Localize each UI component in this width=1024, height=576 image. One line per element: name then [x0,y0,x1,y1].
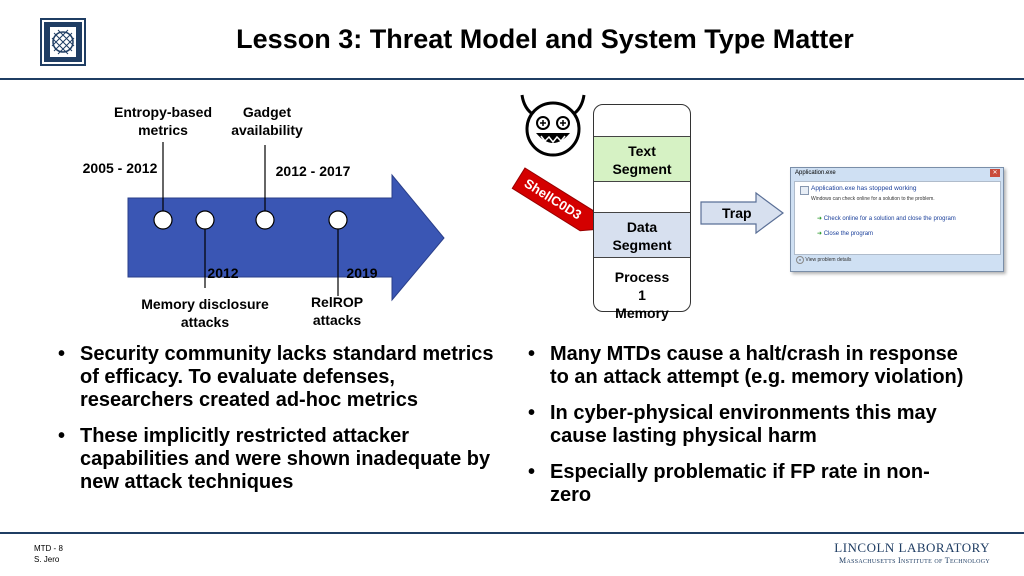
green-arrow-icon: ➜ [817,216,823,222]
process-memory-stack: Text Segment Data Segment Process 1 Memo… [593,104,691,321]
title-divider [0,78,1024,80]
timeline-marker [195,210,215,230]
label-range-2012-2017: 2012 - 2017 [275,163,351,179]
right-bullet-list: Many MTDs cause a halt/crash in response… [528,343,968,520]
error-dialog: Application.exe ✕ Application.exe has st… [790,167,1004,272]
shellcode-arrow: ShellC0D3 [511,167,606,239]
timeline-arrow-shape [127,173,445,302]
dialog-message: Windows can check online for a solution … [811,196,935,202]
timeline-arrow [127,142,445,302]
author: S. Jero [34,555,60,564]
dialog-option-check-online[interactable]: ➜ Check online for a solution and close … [817,216,956,222]
label-year-2019: 2019 [346,265,378,281]
chevron-down-icon: v [796,256,804,264]
timeline-marker [153,210,173,230]
label-relrop-attacks: RelROP attacks [310,294,364,328]
timeline-marker [328,210,348,230]
bullet-item: Security community lacks standard metric… [58,343,498,412]
label-range-2005-2012: 2005 - 2012 [82,160,158,176]
timeline-marker [255,210,275,230]
label-memory-disclosure: Memory disclosure attacks [141,296,269,330]
slide-id: MTD - 8 [34,544,63,553]
mit-ll-logo [40,18,86,66]
footer-divider [0,532,1024,534]
bullet-item: Many MTDs cause a halt/crash in response… [528,343,968,389]
close-icon[interactable]: ✕ [990,169,1000,177]
text-segment: Text Segment [594,136,690,182]
dialog-option-close[interactable]: ➜ Close the program [817,231,874,237]
bullet-item: These implicitly restricted attacker cap… [58,425,498,494]
bullet-item: Especially problematic if FP rate in non… [528,461,968,507]
data-segment: Data Segment [594,212,690,258]
bullet-item: In cyber-physical environments this may … [528,402,968,448]
org-name: LINCOLN LABORATORY [834,540,990,555]
label-year-2012: 2012 [207,265,239,281]
trap-arrow: Trap [700,191,785,235]
trap-label: Trap [722,205,752,221]
slide-title: Lesson 3: Threat Model and System Type M… [236,24,854,54]
org-subtitle: Massachusetts Institute of Technology [839,556,990,565]
dialog-app-icon [800,186,809,195]
dialog-titlebar: Application.exe ✕ [791,168,1003,179]
green-arrow-icon: ➜ [817,231,823,237]
dialog-details-toggle[interactable]: v View problem details [796,256,851,264]
devil-icon [520,94,586,157]
dialog-body: Application.exe has stopped working Wind… [794,181,1001,255]
left-bullet-list: Security community lacks standard metric… [58,343,498,507]
process-memory-label: Process 1 Memory [614,269,670,321]
dialog-heading: Application.exe has stopped working [811,185,917,192]
label-entropy-metrics: Entropy-based metrics [113,104,212,138]
label-gadget-availability: Gadget availability [231,104,303,138]
